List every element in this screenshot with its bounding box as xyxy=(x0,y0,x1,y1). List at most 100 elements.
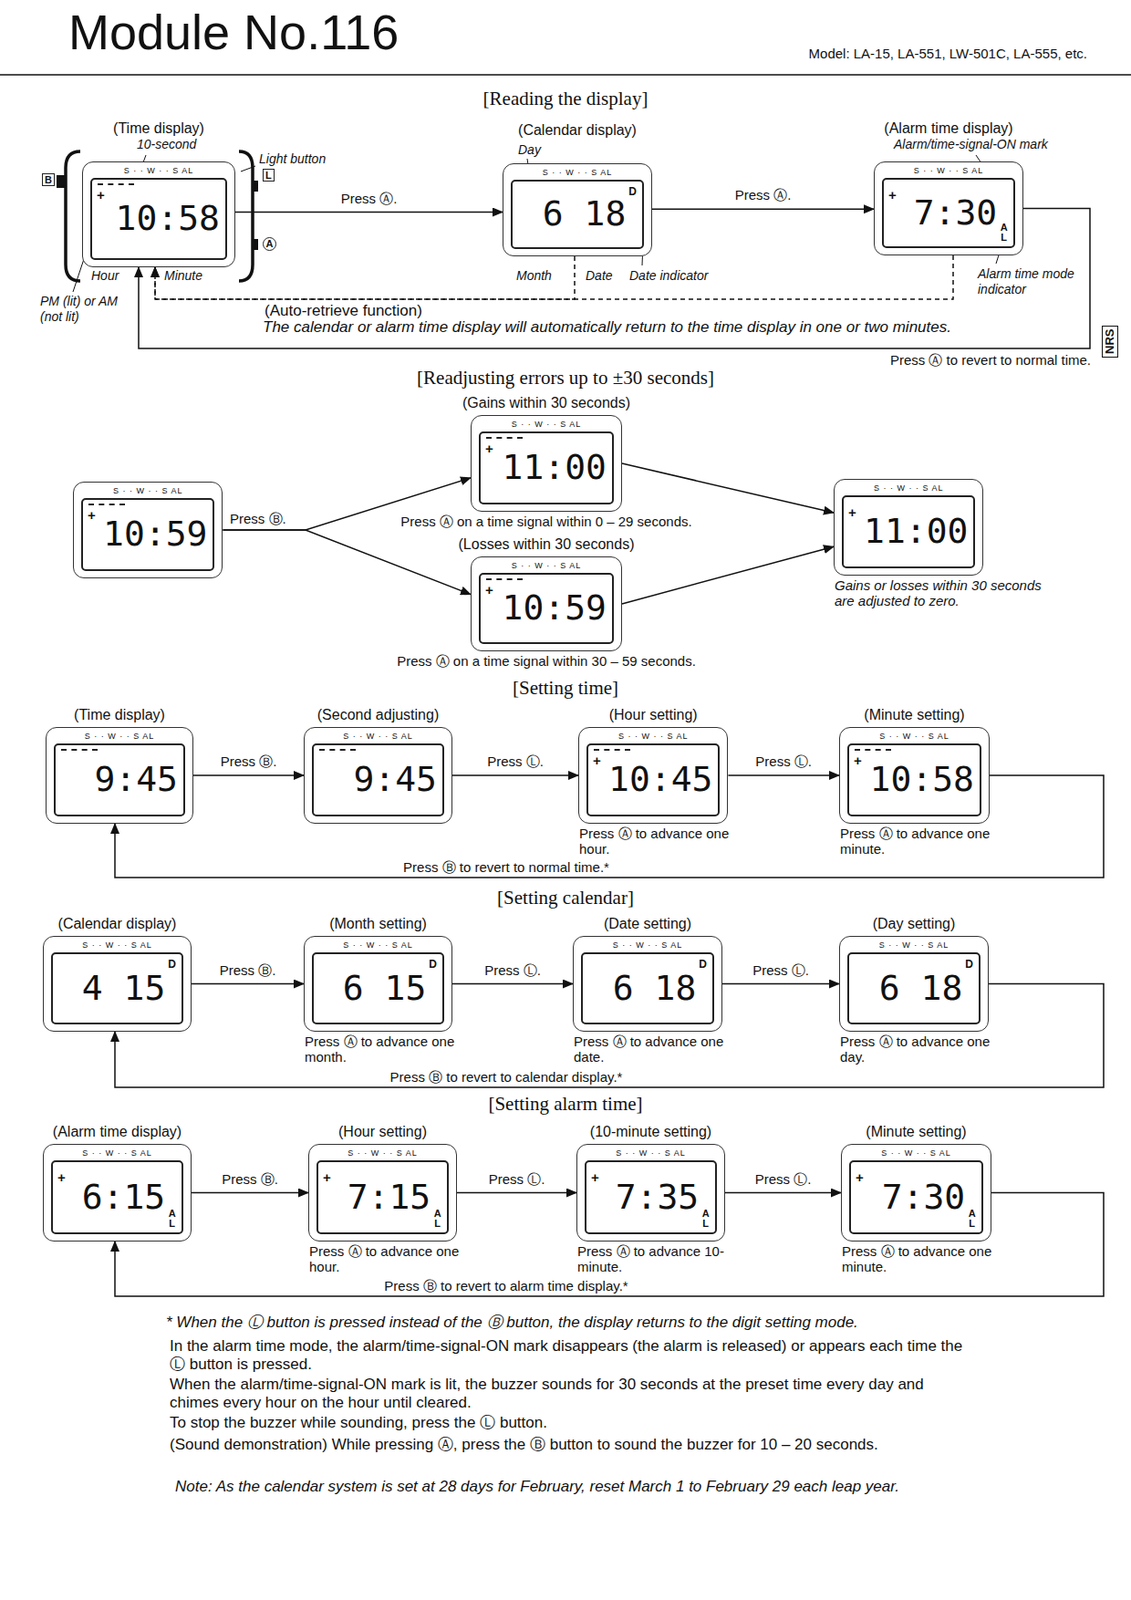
connector xyxy=(191,983,304,986)
display-heading: (Losses within 30 seconds) xyxy=(458,536,635,553)
watch-display: (Calendar display)S · · W · · S AL4 15D xyxy=(42,935,192,1032)
mode-indicator-row: S · · W · · S AL xyxy=(510,167,644,178)
mode-indicator-row: S · · W · · S AL xyxy=(581,940,715,951)
watch-display: (Minute setting)S · · W · · S AL+10:58Pr… xyxy=(839,726,990,824)
annotation: 10-second xyxy=(136,136,197,153)
annotation: The calendar or alarm time display will … xyxy=(262,318,952,337)
lcd-panel: +7:30AL xyxy=(881,177,1016,249)
edge-label: Press Ⓑ to revert to calendar display.* xyxy=(388,1068,625,1086)
edge-label: (Auto-retrieve function) xyxy=(262,301,425,321)
watch-display: (Calendar display)S · · W · · S AL6 18D xyxy=(502,163,653,257)
watch-display: (Alarm time display)S · · W · · S AL+6:1… xyxy=(42,1143,192,1242)
section-heading: [Readjusting errors up to ±30 seconds] xyxy=(416,366,715,390)
lcd-panel: 4 15D xyxy=(51,952,184,1025)
connector xyxy=(725,1192,841,1194)
watch-display: (Hour setting)S · · W · · S AL+7:15ALPre… xyxy=(308,1143,457,1242)
lcd-digits: 9:45 xyxy=(352,761,437,799)
display-heading: (Month setting) xyxy=(329,915,427,933)
edge-label: Press Ⓛ. xyxy=(750,962,811,979)
mode-indicator-row: S · · W · · S AL xyxy=(841,483,976,494)
ten-second-bar xyxy=(486,578,523,581)
watch-display: S · · W · · S AL+11:00Gains or losses wi… xyxy=(833,478,984,576)
header-rule xyxy=(0,73,1131,76)
mode-indicator-row: S · · W · · S AL xyxy=(81,486,215,497)
display-heading: (Minute setting) xyxy=(863,706,965,724)
display-caption: Press Ⓐ to advance one date. xyxy=(573,1033,734,1065)
lcd-panel: +7:15AL xyxy=(316,1160,449,1235)
edge-label: Press Ⓛ. xyxy=(485,753,546,770)
annotation: Note: As the calendar system is set at 2… xyxy=(175,1477,1051,1496)
display-heading: (Calendar display) xyxy=(58,915,177,933)
watch-display: (Alarm time display)S · · W · · S AL+7:3… xyxy=(873,161,1024,256)
pm-indicator: + xyxy=(591,1169,600,1185)
mode-indicator-row: S · · W · · S AL xyxy=(90,166,228,177)
connector xyxy=(652,208,874,211)
edge-label: Press Ⓛ. xyxy=(753,1171,814,1188)
watch-display: (10-minute setting)S · · W · · S AL+7:35… xyxy=(576,1143,726,1242)
edge-label: Press Ⓛ. xyxy=(487,1171,548,1188)
lcd-panel: +10:45 xyxy=(586,743,720,817)
edge-label: Press Ⓑ. xyxy=(217,962,279,979)
edge-label: Press Ⓑ. xyxy=(228,510,289,528)
button-a xyxy=(252,238,259,250)
display-heading: (Calendar display) xyxy=(518,122,637,139)
lcd-panel: +11:00 xyxy=(478,431,614,505)
mode-indicator-row: S · · W · · S AL xyxy=(53,731,186,742)
pm-indicator: + xyxy=(888,186,897,203)
button-label: NRS xyxy=(1101,325,1119,358)
annotation: Date indicator xyxy=(629,268,708,284)
display-heading: (Gains within 30 seconds) xyxy=(462,394,631,412)
connector xyxy=(235,211,503,214)
lcd-digits: 6 18 xyxy=(879,970,964,1007)
pm-indicator: + xyxy=(855,1169,864,1185)
lcd-panel: +10:59 xyxy=(81,498,215,571)
display-caption: Press Ⓐ on a time signal within 0 – 29 s… xyxy=(400,513,692,530)
ten-second-bar xyxy=(97,183,135,186)
display-caption: Press Ⓐ to advance one hour. xyxy=(579,825,739,857)
display-heading: (Second adjusting) xyxy=(317,706,439,724)
lcd-panel: 6 18D xyxy=(847,952,981,1025)
lcd-digits: 7:35 xyxy=(615,1179,700,1216)
section-heading: [Setting alarm time] xyxy=(487,1092,643,1116)
connector xyxy=(452,983,573,986)
mode-indicator-row: S · · W · · S AL xyxy=(849,1148,984,1159)
lcd-digits: 10:59 xyxy=(502,590,607,627)
date-indicator: D xyxy=(628,185,637,198)
display-heading: (Hour setting) xyxy=(609,706,698,724)
lcd-panel: +11:00 xyxy=(841,495,976,569)
annotation: Light button xyxy=(259,151,326,167)
lcd-digits: 4 15 xyxy=(82,970,167,1007)
ten-second-bar xyxy=(593,748,631,751)
watch-case-left xyxy=(65,151,81,281)
lcd-panel: +10:58 xyxy=(847,743,982,817)
annotation: Day xyxy=(518,142,541,158)
mode-indicator-row: S · · W · · S AL xyxy=(51,940,184,951)
date-indicator: D xyxy=(698,957,707,971)
lcd-digits: 6 15 xyxy=(342,970,427,1007)
alarm-indicator: AL xyxy=(999,222,1008,243)
ten-second-bar xyxy=(319,748,356,751)
lcd-digits: 10:58 xyxy=(115,200,220,238)
lcd-panel: 9:45 xyxy=(53,743,186,817)
edge-label: Press Ⓛ. xyxy=(482,962,543,979)
display-heading: (Date setting) xyxy=(603,915,692,933)
display-heading: (Minute setting) xyxy=(865,1123,966,1141)
watch-display: (Hour setting)S · · W · · S AL+10:45Pres… xyxy=(578,726,728,824)
mode-indicator-row: S · · W · · S AL xyxy=(847,940,981,951)
annotation: * When the Ⓛ button is pressed instead o… xyxy=(166,1313,1024,1332)
lcd-digits: 7:30 xyxy=(913,195,998,232)
display-caption: Press Ⓐ on a time signal within 30 – 59 … xyxy=(396,653,696,669)
section-heading: [Setting time] xyxy=(512,676,619,700)
display-caption: Press Ⓐ to advance one hour. xyxy=(309,1243,469,1275)
connector xyxy=(456,1192,577,1194)
mode-indicator-row: S · · W · · S AL xyxy=(847,731,982,742)
pm-indicator: + xyxy=(57,1169,66,1185)
pm-indicator: + xyxy=(87,507,96,523)
annotation: Model: LA-15, LA-551, LW-501C, LA-555, e… xyxy=(809,45,1088,63)
pm-indicator: + xyxy=(592,752,602,768)
button-label: L xyxy=(262,168,275,182)
connector xyxy=(191,1192,309,1194)
lcd-digits: 11:00 xyxy=(502,449,607,487)
watch-display: (Date setting)S · · W · · S AL6 18DPress… xyxy=(572,935,723,1032)
annotation: When the alarm/time-signal-ON mark is li… xyxy=(169,1375,973,1413)
